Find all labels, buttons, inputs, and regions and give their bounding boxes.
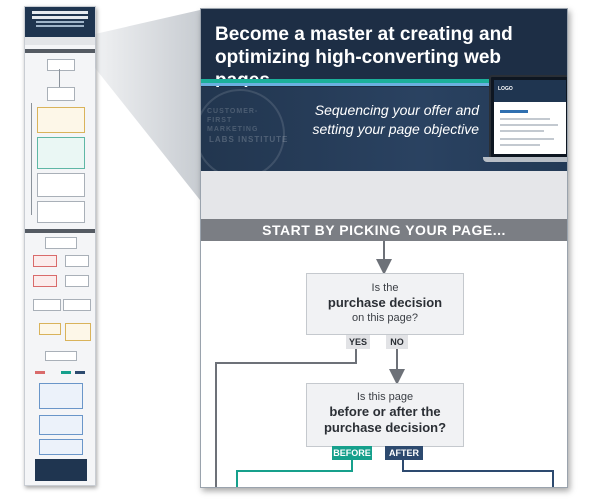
decision-node-purchase-decision: Is the purchase decision on this page? [306,273,464,335]
decision-node-before-after: Is this page before or after the purchas… [306,383,464,447]
hero-divider-band [201,171,567,219]
node-text-pre: Is this page [356,391,414,403]
hero-title-line-1: Become a master at creating and [215,24,513,45]
thumbnail-header [25,7,95,37]
institute-seal-text: CUSTOMER-FIRST MARKETING [207,108,259,133]
hero-subtitle: Sequencing your offer and setting your p… [289,101,479,139]
infographic-thumbnail[interactable] [24,6,96,486]
thumbnail-start-bar [25,49,95,53]
hero-accent-stripe [201,79,501,83]
hero-accent-stripe-secondary [201,83,501,86]
start-picking-page-banner: START BY PICKING YOUR PAGE... [201,219,567,241]
institute-seal-label: LABS INSTITUTE [209,135,289,144]
node-text-bold-2: purchase decision? [323,420,447,435]
laptop-mockup-icon: LOGO [483,75,567,167]
hero-subtitle-line-2: setting your page objective [312,121,479,137]
hero-title: Become a master at creating and optimizi… [215,23,561,92]
before-branch-label: BEFORE [332,446,372,460]
hero-subtitle-line-1: Sequencing your offer and [314,102,479,118]
node-text-pre: Is the [371,282,399,294]
infographic-zoom-panel: Become a master at creating and optimizi… [200,8,568,488]
no-branch-label: NO [386,335,408,349]
node-text-bold: purchase decision [327,295,443,310]
after-branch-label: AFTER [385,446,423,460]
node-text-post: on this page? [351,312,419,324]
yes-branch-label: YES [346,335,370,349]
flowchart-connectors [215,241,554,487]
laptop-logo-text: LOGO [498,86,513,92]
node-text-bold-1: before or after the [329,404,441,419]
